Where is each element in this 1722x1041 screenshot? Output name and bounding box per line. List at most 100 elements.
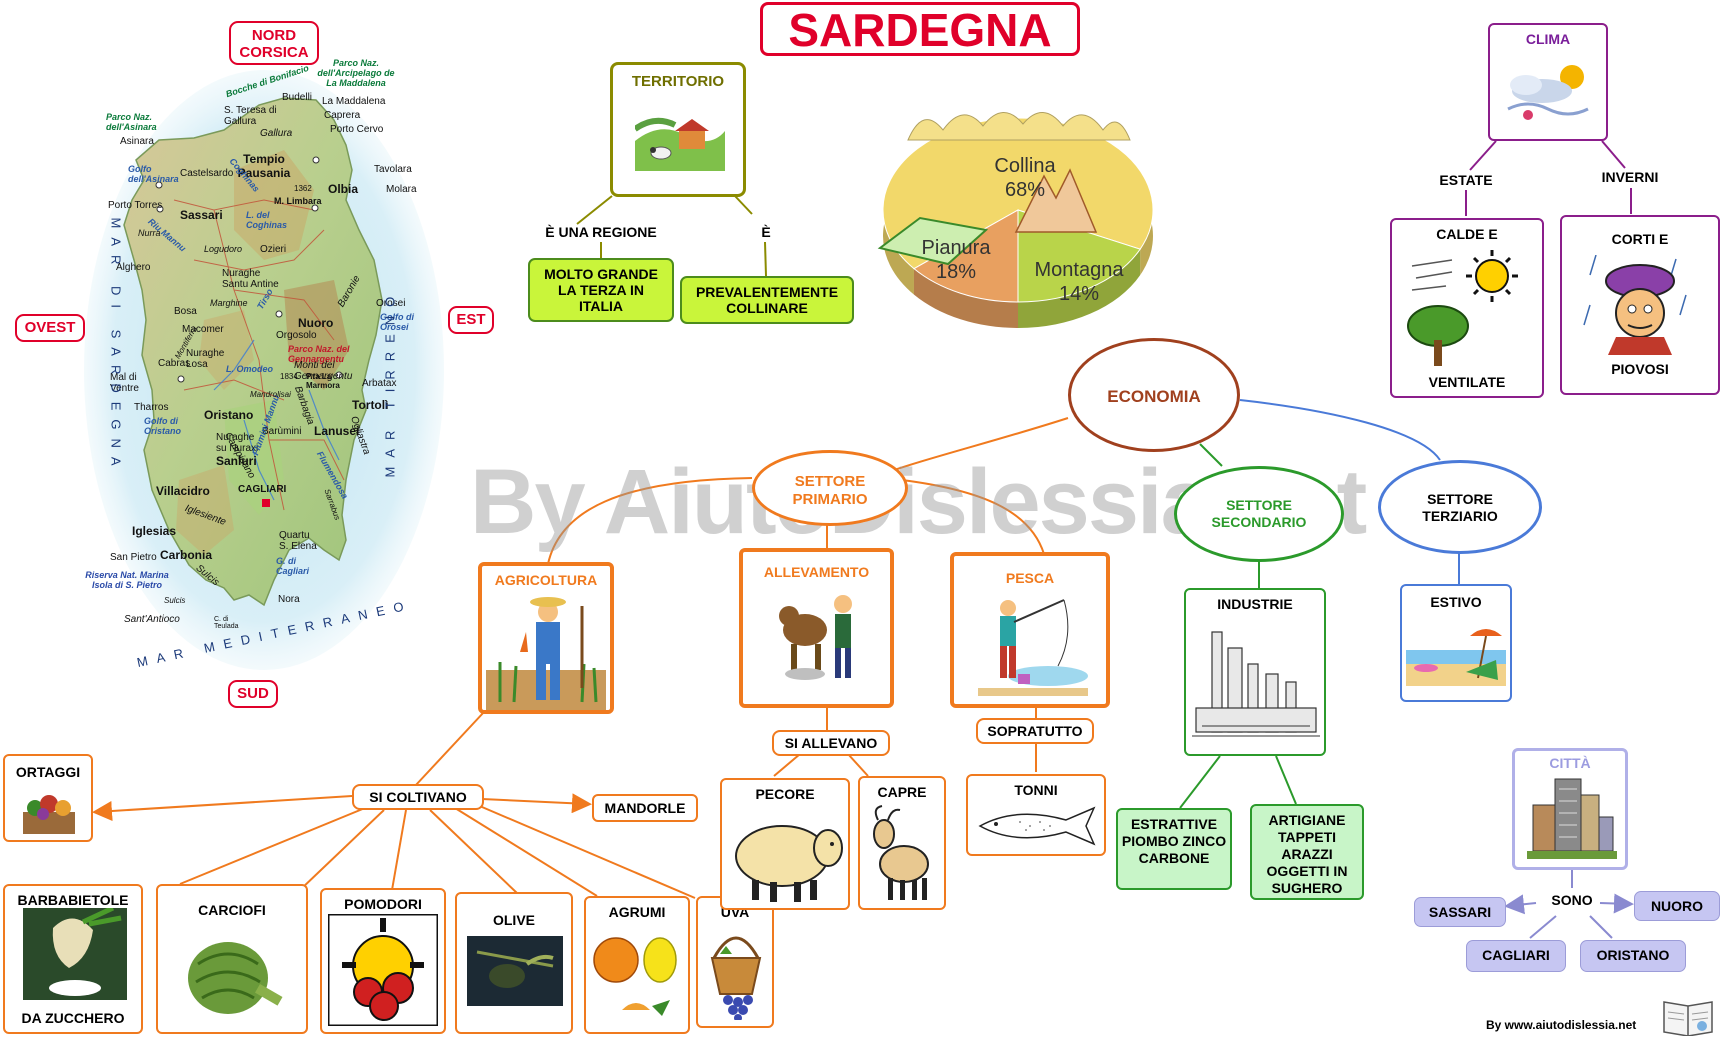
territorio-left-link: È UNA REGIONE bbox=[545, 224, 657, 240]
territorio-right-link: È bbox=[761, 224, 771, 240]
secondario-node: SETTORE SECONDARIO bbox=[1174, 466, 1344, 562]
pie-value-montagna: 14% bbox=[1058, 283, 1100, 305]
map-label-arbatax: Arbatax bbox=[362, 378, 397, 389]
territorio-box: TERRITORIO bbox=[610, 62, 746, 197]
pomodori-box: POMODORI bbox=[320, 888, 446, 1034]
map-label-monti-gennargentu: Monti del Gennargentu bbox=[294, 360, 353, 382]
fish-icon bbox=[978, 806, 1096, 846]
terziario-node: SETTORE TERZIARIO bbox=[1378, 460, 1542, 554]
map-label-cabras: Cabras bbox=[158, 358, 191, 369]
sea-label-west: MAR DI SARDEGNA bbox=[108, 217, 124, 475]
map-label-porto-torres: Porto Torres bbox=[108, 200, 163, 211]
clima-estate-bottom: VENTILATE bbox=[1428, 374, 1506, 390]
map-label-nora: Nora bbox=[278, 594, 300, 605]
pie-side-pianura bbox=[1018, 249, 1141, 328]
landscape-icon bbox=[635, 101, 725, 171]
map-label-porto-cervo: Porto Cervo bbox=[330, 124, 384, 135]
map-label-quartu: Quartu S. Elena bbox=[279, 530, 317, 552]
clima-box: CLIMA bbox=[1488, 23, 1608, 141]
map-label-tempio: Tempio Pausania bbox=[237, 152, 291, 180]
economia-node: ECONOMIA bbox=[1068, 338, 1240, 452]
pie-category-montagna: Montagna bbox=[1034, 259, 1124, 281]
territorio-hills-box: PREVALENTEMENTE COLLINARE bbox=[680, 276, 854, 324]
tomatoes-icon bbox=[328, 914, 438, 1026]
ortaggi-box: ORTAGGI bbox=[3, 754, 93, 842]
city-cagliari: CAGLIARI bbox=[1466, 940, 1566, 972]
clima-title: CLIMA bbox=[1525, 31, 1571, 47]
map-label-nuraghe-losa: Nuraghe Losa bbox=[186, 348, 225, 370]
citta-title: CITTÀ bbox=[1549, 755, 1591, 771]
map-label-barumini: Barùmini bbox=[262, 426, 302, 437]
map-label-logudoro: Logudoro bbox=[204, 244, 243, 254]
map-label-santantioco: Sant'Antioco bbox=[124, 614, 180, 625]
tonni-box: TONNI bbox=[966, 774, 1106, 856]
clima-inverni-top: CORTI E bbox=[1611, 231, 1669, 247]
citta-box: CITTÀ bbox=[1512, 748, 1628, 870]
map-label-villacidro: Villacidro bbox=[156, 484, 210, 498]
sopratutto-label: SOPRATUTTO bbox=[976, 718, 1094, 744]
si-coltivano-label: SI COLTIVANO bbox=[352, 784, 484, 810]
pie-plain-decoration bbox=[877, 216, 989, 266]
map-label-golfo-orosei: Golfo di Orosei bbox=[380, 312, 414, 332]
clima-inverni-box: CORTI E PIOVOSI bbox=[1560, 215, 1720, 395]
terziario-title: SETTORE TERZIARIO bbox=[1422, 491, 1498, 524]
map-label-alghero: Alghero bbox=[116, 262, 151, 273]
vegetables-icon bbox=[23, 795, 75, 834]
map-label-coghinas: L. del Coghinas bbox=[246, 210, 288, 230]
pie-hills-decoration bbox=[907, 112, 1131, 141]
map-label-olbia: Olbia bbox=[328, 182, 359, 196]
secondario-title: SETTORE SECONDARIO bbox=[1211, 497, 1307, 530]
map-label-gennargentu-park: Parco Naz. del Gennargentu bbox=[288, 344, 350, 364]
clima-inverni-link: INVERNI bbox=[1601, 169, 1659, 185]
map-label-marmora: P.ta La Marmora bbox=[306, 372, 340, 390]
map-label-asinara-park: Parco Naz. dell'Asinara bbox=[106, 112, 157, 132]
barbabietole-title-top: BARBABIETOLE bbox=[17, 892, 129, 908]
map-label-molara: Molara bbox=[386, 184, 417, 195]
carciofi-box: CARCIOFI bbox=[156, 884, 308, 1034]
sardinia-island bbox=[123, 97, 383, 607]
territorio-size-box: MOLTO GRANDE LA TERZA IN ITALIA bbox=[528, 258, 674, 322]
map-label-cagliari: CAGLIARI bbox=[238, 484, 287, 495]
clima-estate-top: CALDE E bbox=[1436, 226, 1498, 242]
map-label-golfo-cagliari: G. di Cagliari bbox=[276, 556, 310, 576]
agricoltura-title: AGRICOLTURA bbox=[494, 572, 598, 588]
goat-icon bbox=[873, 805, 929, 900]
map-label-orosei: Orosei bbox=[376, 298, 406, 309]
rain-person-icon bbox=[1583, 255, 1687, 355]
city-sassari: SASSARI bbox=[1414, 897, 1506, 927]
map-label-mandrolisai: Mandrolisai bbox=[250, 390, 291, 399]
olive-box: OLIVE bbox=[455, 892, 573, 1034]
map-label-omodeo: L. Omodeo bbox=[226, 364, 273, 374]
map-label-maddalena-park: Parco Naz. dell'Arcipelago de La Maddale… bbox=[317, 58, 395, 88]
map-label-tavolara: Tavolara bbox=[374, 164, 412, 175]
map-label-macomer: Macomer bbox=[182, 324, 224, 335]
sheep-icon bbox=[735, 825, 843, 902]
territorio-title: TERRITORIO bbox=[631, 73, 725, 90]
map-label-santa-teresa: S. Teresa di Gallura bbox=[224, 105, 277, 127]
allevamento-title: ALLEVAMENTO bbox=[763, 564, 870, 580]
economia-title: ECONOMIA bbox=[1107, 387, 1201, 406]
pie-slice-montagna bbox=[913, 209, 1019, 303]
mandorle-box: MANDORLE bbox=[592, 794, 698, 822]
map-label-riserva: Riserva Nat. Marina Isola di S. Pietro bbox=[85, 570, 169, 590]
carciofi-title: CARCIOFI bbox=[198, 902, 266, 918]
agrumi-title: AGRUMI bbox=[608, 904, 666, 920]
map-label-sanluri: Sanluri bbox=[216, 454, 257, 468]
sardinia-map bbox=[84, 70, 444, 670]
city-buildings-icon bbox=[1527, 778, 1617, 859]
estivo-box: ESTIVO bbox=[1400, 584, 1512, 702]
agrumi-box: AGRUMI bbox=[584, 896, 690, 1034]
east-label: EST bbox=[448, 306, 494, 334]
map-label-san-pietro: San Pietro bbox=[110, 552, 157, 563]
west-label: OVEST bbox=[15, 314, 85, 342]
map-label-la-maddalena: La Maddalena bbox=[322, 96, 386, 107]
pecore-title: PECORE bbox=[755, 786, 815, 802]
map-label-mal-di-ventre: Mal di Ventre bbox=[110, 372, 139, 394]
agricoltura-box: AGRICOLTURA bbox=[478, 562, 614, 714]
industrie-box: INDUSTRIE bbox=[1184, 588, 1326, 756]
tonni-title: TONNI bbox=[1014, 782, 1058, 798]
capre-box: CAPRE bbox=[858, 776, 946, 910]
terrain-pie-chart bbox=[877, 112, 1154, 328]
map-label-budelli: Budelli bbox=[282, 92, 313, 103]
map-label-teulada: C. di Teulada bbox=[214, 616, 239, 630]
